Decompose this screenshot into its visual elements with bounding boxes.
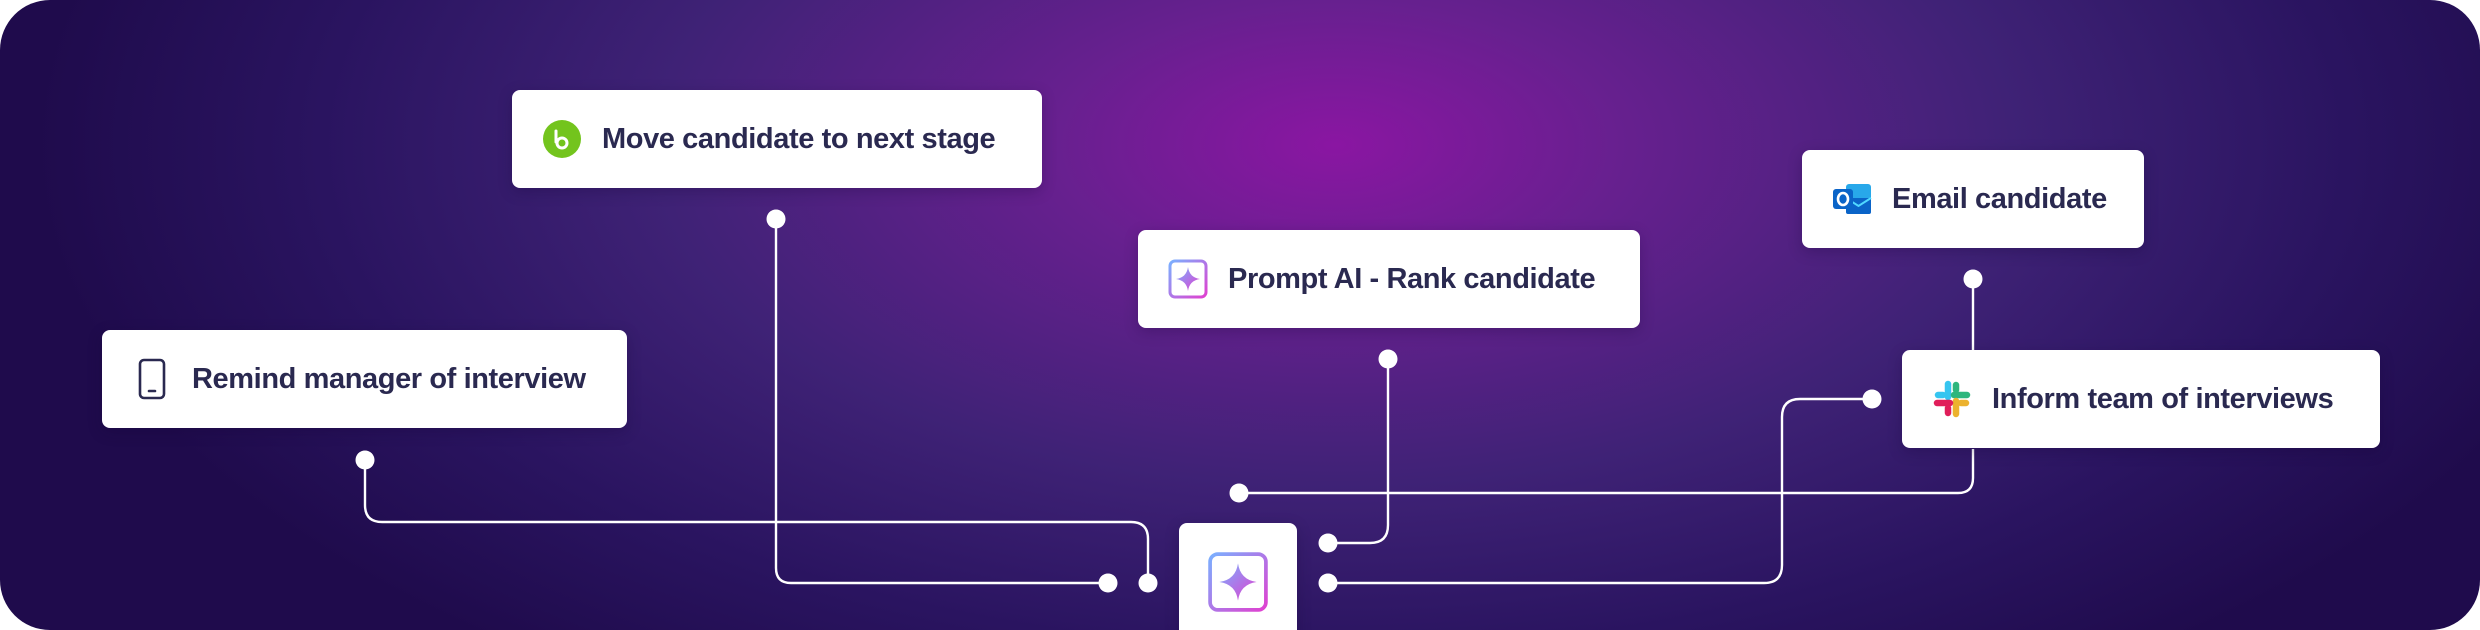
connector-dot — [1862, 389, 1882, 409]
connector-prompt-ai — [1328, 359, 1390, 545]
move-candidate-card[interactable]: Move candidate to next stage — [512, 90, 1042, 188]
email-candidate-label: Email candidate — [1892, 182, 2107, 215]
prompt-ai-label: Prompt AI - Rank candidate — [1228, 262, 1596, 295]
connector-dot — [355, 450, 375, 470]
connector-dot — [1963, 269, 1983, 289]
move-candidate-label: Move candidate to next stage — [602, 122, 996, 155]
connector-move-stage — [774, 219, 1108, 585]
prompt-ai-card[interactable]: Prompt AI - Rank candidate — [1138, 230, 1640, 328]
ai-sparkle-icon — [1207, 551, 1269, 630]
remind-manager-label: Remind manager of interview — [192, 362, 586, 395]
inform-team-card[interactable]: Inform team of interviews — [1902, 350, 2380, 448]
mobile-phone-icon — [132, 358, 172, 400]
bamboohr-logo-icon — [542, 119, 582, 159]
remind-manager-card[interactable]: Remind manager of interview — [102, 330, 627, 428]
outlook-logo-icon — [1832, 179, 1872, 219]
connector-inform-team — [1239, 449, 1975, 495]
ai-sparkle-icon — [1168, 259, 1208, 299]
inform-team-label: Inform team of interviews — [1992, 382, 2334, 415]
connector-dot — [1229, 483, 1249, 503]
connector-slack-hub — [1328, 397, 1872, 585]
connector-dot — [1318, 533, 1338, 553]
slack-logo-icon — [1932, 379, 1972, 419]
connector-dot — [766, 209, 786, 229]
connector-dot — [1138, 573, 1158, 593]
connector-remind-manager — [363, 460, 1150, 583]
connector-dot — [1378, 349, 1398, 369]
email-candidate-card[interactable]: Email candidate — [1802, 150, 2144, 248]
connector-dot — [1098, 573, 1118, 593]
connector-dot — [1318, 573, 1338, 593]
ai-hub-node[interactable] — [1179, 523, 1297, 630]
